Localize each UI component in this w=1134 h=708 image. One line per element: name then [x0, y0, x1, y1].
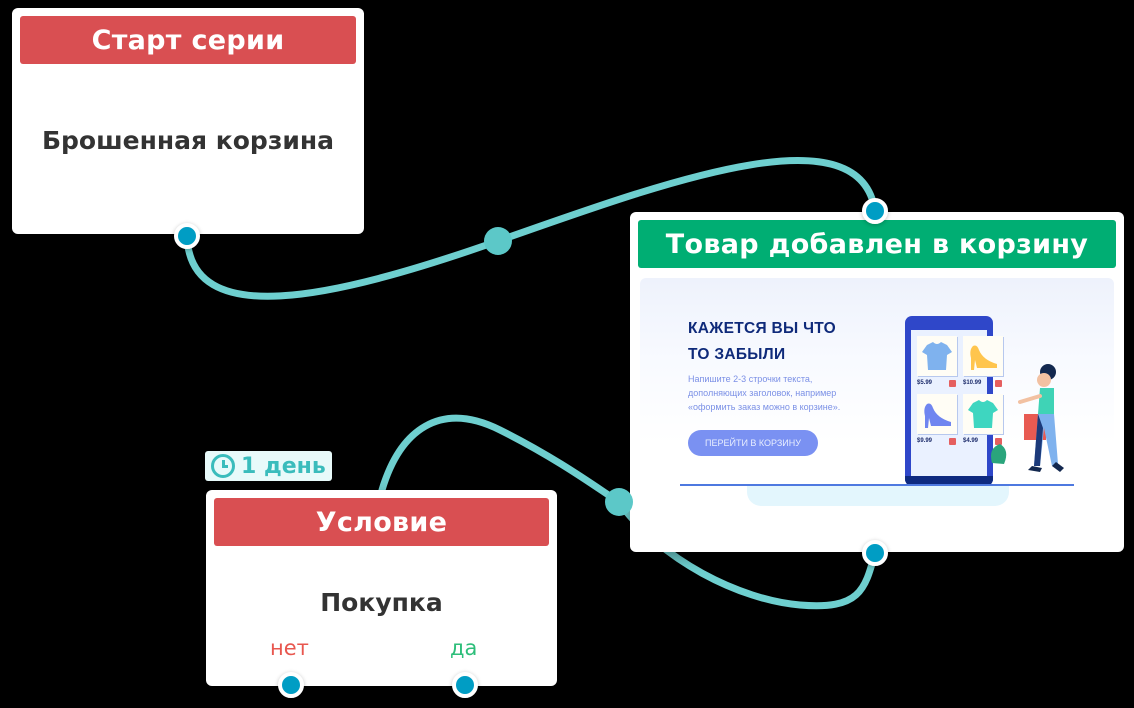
- port-added-to-cart-out[interactable]: [862, 540, 888, 566]
- branch-no-label: нет: [270, 636, 309, 660]
- node-condition-body: Покупка: [320, 588, 443, 617]
- wire-condition-to-product: [378, 414, 623, 506]
- node-start-body: Брошенная корзина: [41, 126, 335, 155]
- bag-icon: [949, 380, 956, 387]
- node-added-to-cart-header: Товар добавлен в корзину: [638, 220, 1116, 268]
- port-condition-no[interactable]: [278, 672, 304, 698]
- bag-icon: [995, 438, 1002, 445]
- delay-badge[interactable]: 1 день: [205, 451, 332, 481]
- heel-shoe-icon: [963, 336, 1003, 376]
- wire-join-handle[interactable]: [605, 488, 633, 516]
- clock-icon: [211, 454, 235, 478]
- node-start[interactable]: Старт серии Брошенная корзина: [12, 8, 364, 234]
- port-added-to-cart-in[interactable]: [862, 198, 888, 224]
- email-preview-title: КАЖЕТСЯ ВЫ ЧТО ТО ЗАБЫЛИ: [688, 320, 837, 363]
- bag-icon: [949, 438, 956, 445]
- heel-shoe-icon: [917, 394, 957, 434]
- tshirt-icon: [917, 336, 957, 376]
- tshirt-icon: [963, 394, 1003, 434]
- node-added-to-cart[interactable]: Товар добавлен в корзину КАЖЕТСЯ ВЫ ЧТО …: [630, 212, 1124, 552]
- port-condition-yes[interactable]: [452, 672, 478, 698]
- wire-midpoint-handle[interactable]: [484, 227, 512, 255]
- email-preview[interactable]: КАЖЕТСЯ ВЫ ЧТО ТО ЗАБЫЛИ Напишите 2-3 ст…: [640, 278, 1114, 514]
- go-to-cart-button[interactable]: ПЕРЕЙТИ В КОРЗИНУ: [688, 430, 818, 456]
- illustration-floor-shadow: [747, 486, 1009, 506]
- branch-yes-label: да: [450, 636, 478, 660]
- bag-icon: [995, 380, 1002, 387]
- phone-illustration: $5.99 $10.99 $9.99 $4.99: [905, 316, 1003, 486]
- port-start-out[interactable]: [174, 223, 200, 249]
- shopper-woman-illustration: [991, 364, 1064, 472]
- delay-label: 1 день: [241, 453, 326, 479]
- node-start-header: Старт серии: [20, 16, 356, 64]
- node-condition[interactable]: Условие Покупка нет да: [206, 490, 557, 686]
- email-preview-text: Напишите 2-3 строчки текста, дополняющих…: [688, 374, 841, 412]
- illustration-ground-line: [680, 484, 1074, 486]
- node-condition-header: Условие: [214, 498, 549, 546]
